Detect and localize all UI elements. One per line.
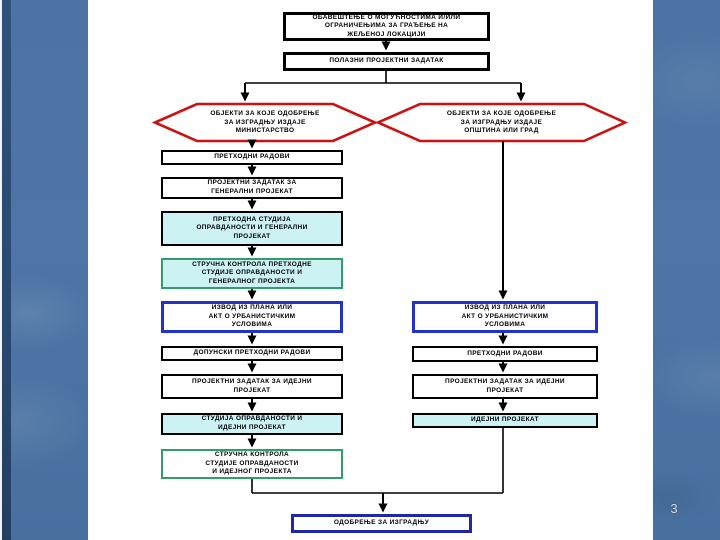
node-left-preliminary-works: ПРЕТХОДНИ РАДОВИ	[161, 150, 343, 165]
page-number: 3	[670, 501, 678, 516]
hexagon-ministry-approval: ОБЈЕКТИ ЗА КОЈЕ ОДОБРЕЊЕ ЗА ИЗГРАДЊУ ИЗД…	[210, 109, 320, 135]
node-left-expert-control-study: СТРУЧНА КОНТРОЛА СТУДИЈЕ ОПРАВДАНОСТИ И …	[161, 449, 343, 479]
node-right-plan-extract: ИЗВОД ИЗ ПЛАНА ИЛИ АКТ О УРБАНИСТИЧКИМ У…	[412, 301, 598, 333]
node-right-conceptual-design: ИДЕЈНИ ПРОЈЕКАТ	[412, 413, 598, 428]
node-building-permit: ОДОБРЕЊЕ ЗА ИЗГРАДЊУ	[291, 514, 472, 533]
node-right-task-conceptual-design: ПРОЈЕКТНИ ЗАДАТАК ЗА ИДЕЈНИ ПРОЈЕКАТ	[412, 374, 598, 399]
node-left-pre-feasibility-study: ПРЕТХОДНА СТУДИЈА ОПРАВДАНОСТИ И ГЕНЕРАЛ…	[161, 211, 343, 246]
hexagon-shape-municipality	[374, 102, 629, 143]
node-left-plan-extract: ИЗВОД ИЗ ПЛАНА ИЛИ АКТ О УРБАНИСТИЧКИМ У…	[161, 301, 343, 333]
node-left-task-conceptual-design: ПРОЈЕКТНИ ЗАДАТАК ЗА ИДЕЈНИ ПРОЈЕКАТ	[161, 374, 343, 399]
node-notification-possibilities: ОБАВЕШТЕЊЕ О МОГУЋНОСТИМА И/ИЛИ ОГРАНИЧЕ…	[283, 12, 490, 41]
hexagon-municipality-approval: ОБЈЕКТИ ЗА КОЈЕ ОДОБРЕЊЕ ЗА ИЗГРАДЊУ ИЗД…	[446, 109, 557, 135]
left-edge-strip	[0, 0, 2, 540]
node-initial-project-task: ПОЛАЗНИ ПРОЈЕКТНИ ЗАДАТАК	[283, 52, 490, 71]
node-left-expert-control-pre-study: СТРУЧНА КОНТРОЛА ПРЕТХОДНЕ СТУДИЈЕ ОПРАВ…	[161, 258, 343, 289]
node-left-feasibility-study: СТУДИЈА ОПРАВДАНОСТИ И ИДЕЈНИ ПРОЈЕКАТ	[161, 413, 343, 435]
node-left-supplementary-works: ДОПУНСКИ ПРЕТХОДНИ РАДОВИ	[161, 346, 343, 361]
left-accent-bar	[2, 0, 11, 540]
node-left-task-general-project: ПРОЈЕКТНИ ЗАДАТАК ЗА ГЕНЕРАЛНИ ПРОЈЕКАТ	[161, 177, 343, 199]
node-right-preliminary-works: ПРЕТХОДНИ РАДОВИ	[412, 346, 598, 362]
